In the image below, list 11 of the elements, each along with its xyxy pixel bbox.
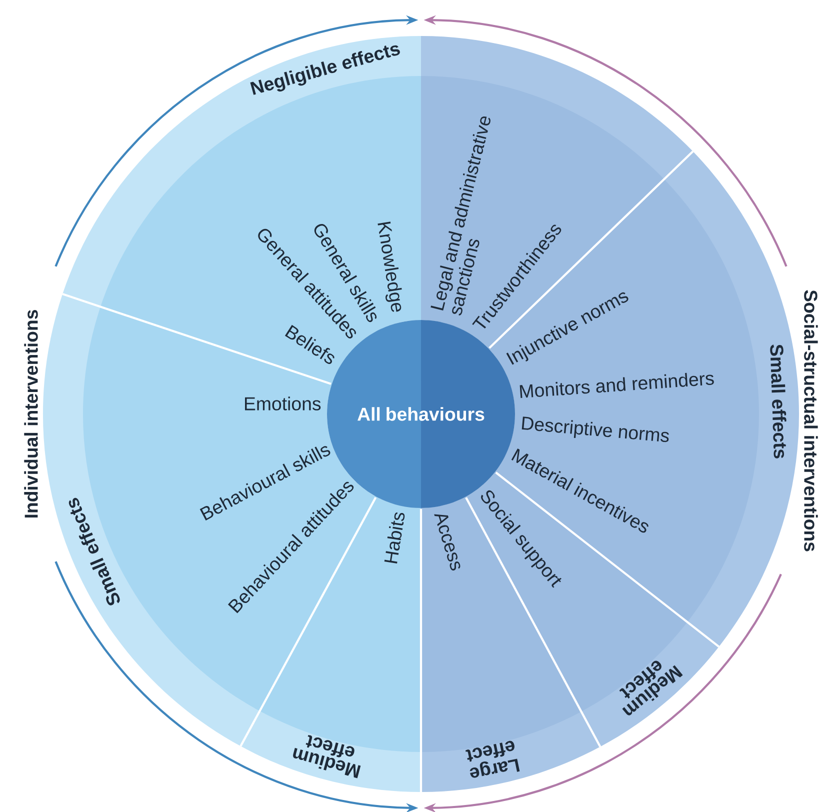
band-label: Small effects (68, 498, 120, 606)
band-label: Large effect (466, 740, 520, 778)
item-label: Habits (384, 512, 405, 564)
item-label: Access (434, 514, 460, 570)
item-label: Monitors and reminders (520, 372, 714, 398)
item-label: Descriptive norms (522, 416, 669, 442)
item-label: Knowledge (378, 222, 402, 312)
band-label: Small effects (770, 344, 786, 458)
band-label: Medium effect (293, 735, 361, 778)
item-label: Emotions (245, 396, 321, 410)
side-label: Individual interventions (24, 310, 38, 518)
